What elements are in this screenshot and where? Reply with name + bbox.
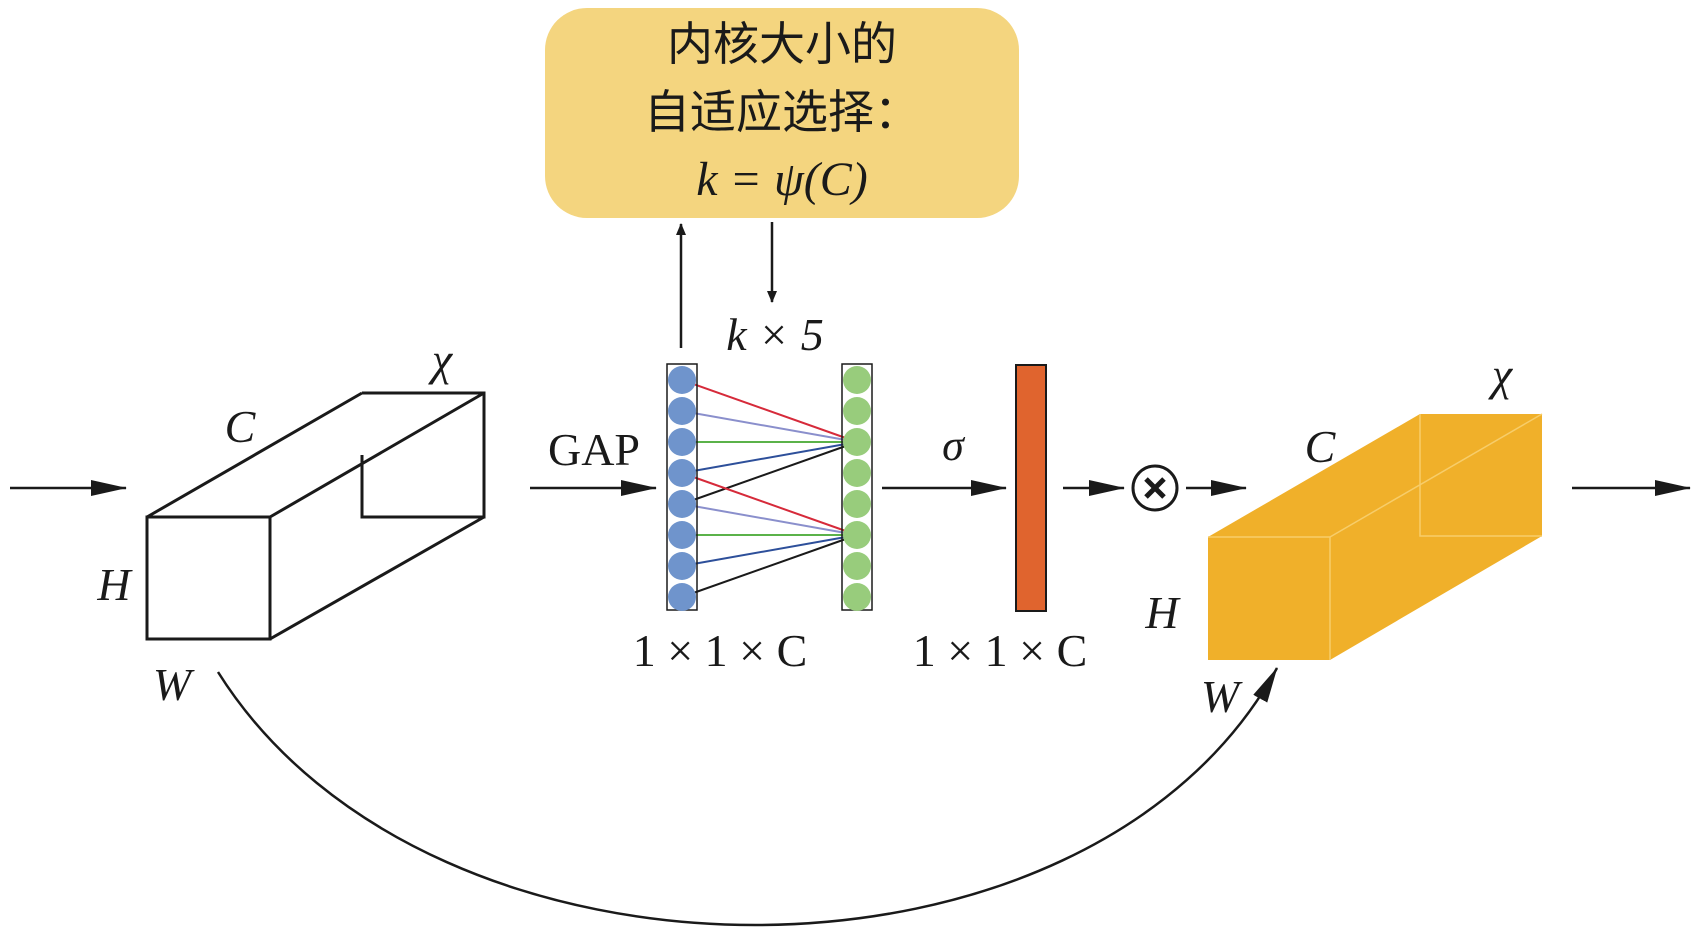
input-label-h: H (96, 559, 133, 610)
skip-connection-curve (216, 667, 1279, 927)
input-edge-top-left (146, 391, 363, 519)
conv-edge-2-5 (681, 534, 858, 598)
output-tensor-block (1208, 413, 1543, 660)
input-tensor-block (145, 391, 486, 641)
selection-box-background (545, 8, 1019, 218)
output-front-face (1208, 537, 1330, 660)
conv-edge-2-2 (681, 503, 858, 536)
output-edge-top-diagonal (1329, 413, 1543, 538)
pooled-node-7 (668, 552, 696, 580)
selection-box-line2: 自适应选择： (644, 85, 920, 139)
conv-output-node-7 (843, 552, 871, 580)
pooled-node-5 (668, 490, 696, 518)
conv-edge-1-4 (681, 441, 858, 474)
input-edge-top-right (269, 391, 485, 519)
input-label-w: W (153, 659, 195, 710)
kernel-size-label: k × 5 (726, 309, 823, 360)
dim-label-right: 1 × 1 × C (913, 625, 1088, 676)
pooled-channel-nodes (668, 366, 696, 611)
input-edge-bottom-right (269, 515, 485, 641)
selection-box-line1: 内核大小的 (667, 17, 897, 71)
output-label-x: χ (1488, 349, 1514, 400)
conv-edge-1-5 (681, 441, 858, 505)
conv-edge-1-1 (681, 379, 858, 443)
sigma-label: σ (942, 421, 966, 470)
output-label-w: W (1201, 671, 1243, 722)
conv-edge-2-4 (681, 534, 858, 567)
pooled-node-3 (668, 428, 696, 456)
pooled-node-6 (668, 521, 696, 549)
conv-output-node-4 (843, 459, 871, 487)
multiply-icon (1131, 464, 1179, 512)
output-label-h: H (1144, 587, 1181, 638)
channel-weight-bar (1015, 364, 1047, 612)
dim-label-left: 1 × 1 × C (633, 625, 808, 676)
input-front-face (145, 515, 272, 641)
output-label-c: C (1305, 421, 1337, 472)
input-back-face (360, 391, 486, 519)
output-side-face (1330, 414, 1542, 660)
output-top-face (1208, 414, 1542, 537)
conv-output-node-3 (843, 428, 871, 456)
conv-output-node-8 (843, 583, 871, 611)
selection-box-formula: k = ψ(C) (696, 153, 868, 206)
input-label-x: χ (428, 334, 454, 385)
input-label-c: C (225, 401, 257, 452)
kernel-selection-box: 内核大小的 自适应选择： k = ψ(C) (545, 8, 1019, 218)
conv-output-node-2 (843, 397, 871, 425)
pooled-node-1 (668, 366, 696, 394)
conv-connections (681, 379, 858, 598)
conv-output-channel-nodes (843, 366, 871, 611)
conv-output-node-1 (843, 366, 871, 394)
conv-edge-2-1 (681, 472, 858, 536)
conv-output-node-5 (843, 490, 871, 518)
conv-output-node-6 (843, 521, 871, 549)
pooled-node-8 (668, 583, 696, 611)
pooled-node-4 (668, 459, 696, 487)
pooled-node-2 (668, 397, 696, 425)
conv-edge-1-2 (681, 410, 858, 443)
gap-label: GAP (548, 424, 640, 475)
output-back-edges (1419, 414, 1542, 537)
